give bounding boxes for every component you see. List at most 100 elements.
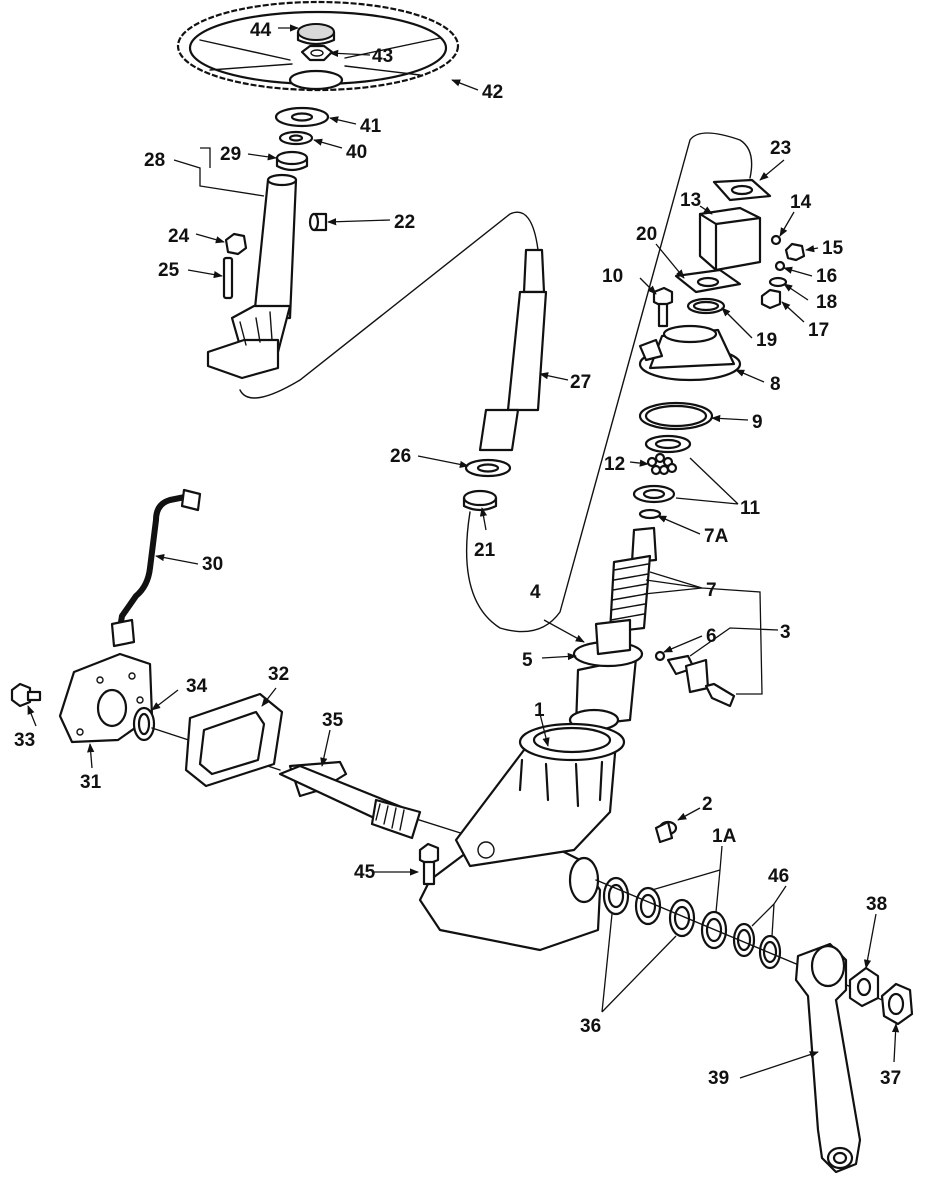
cap-17 xyxy=(760,288,782,310)
label-22: 22 xyxy=(394,212,415,233)
gear-housing-1 xyxy=(418,722,626,952)
label-43: 43 xyxy=(372,46,393,67)
plug-15 xyxy=(784,242,806,262)
wire-loop-bottom xyxy=(465,132,753,633)
label-2: 2 xyxy=(702,794,713,815)
gasket-32 xyxy=(184,692,284,788)
label-11: 11 xyxy=(740,498,761,519)
lockwasher-38 xyxy=(848,966,880,1008)
label-33: 33 xyxy=(14,730,35,751)
wheel-nut xyxy=(300,44,334,62)
label-12: 12 xyxy=(604,454,625,475)
bolt-45 xyxy=(418,842,440,886)
stud-25 xyxy=(222,256,234,300)
label-17: 17 xyxy=(808,320,829,341)
label-40: 40 xyxy=(346,142,367,163)
label-31: 31 xyxy=(80,772,102,793)
label-41: 41 xyxy=(360,116,382,137)
set-screw-22 xyxy=(308,212,328,232)
label-1a: 1A xyxy=(712,826,737,847)
label-28: 28 xyxy=(144,150,165,171)
label-45: 45 xyxy=(354,862,376,883)
column-shaft xyxy=(478,248,548,452)
label-15: 15 xyxy=(822,238,844,259)
label-23: 23 xyxy=(770,138,791,159)
label-42: 42 xyxy=(482,82,503,103)
wire-loop-left xyxy=(239,211,539,399)
label-19: 19 xyxy=(756,330,777,351)
part-labels: 44 43 42 41 40 29 28 22 24 25 27 26 21 3… xyxy=(14,20,901,1089)
label-6: 6 xyxy=(706,626,717,647)
label-39: 39 xyxy=(708,1068,729,1089)
ball-6 xyxy=(654,650,666,662)
bearing-housing-13 xyxy=(698,206,762,272)
seal-26 xyxy=(464,458,512,478)
label-29: 29 xyxy=(220,144,241,165)
label-34: 34 xyxy=(186,676,208,697)
label-13: 13 xyxy=(680,190,701,211)
race-11-lower xyxy=(632,484,676,504)
label-3: 3 xyxy=(780,622,791,643)
o-ring-19 xyxy=(686,297,726,315)
washer-40 xyxy=(278,130,314,146)
label-8: 8 xyxy=(770,374,781,395)
sector-shaft-35 xyxy=(278,760,422,840)
label-4: 4 xyxy=(530,582,541,603)
hydraulic-tube-30 xyxy=(110,488,202,648)
nut-24 xyxy=(224,232,248,256)
seal-36-b xyxy=(668,898,696,938)
seal-36-a xyxy=(602,876,630,916)
label-36: 36 xyxy=(580,1016,601,1037)
shim-9 xyxy=(638,401,714,431)
label-24: 24 xyxy=(168,226,190,247)
pitman-arm-39 xyxy=(794,942,862,1174)
label-14: 14 xyxy=(790,192,812,213)
balls-12 xyxy=(646,452,678,476)
ball-16 xyxy=(774,260,786,272)
label-10: 10 xyxy=(602,266,623,287)
bearing-21 xyxy=(462,489,498,512)
label-16: 16 xyxy=(816,266,837,287)
race-11-upper xyxy=(644,434,692,454)
label-27: 27 xyxy=(570,372,591,393)
fitting-14 xyxy=(770,234,782,246)
label-7a: 7A xyxy=(704,526,729,547)
gasket-20 xyxy=(674,268,742,294)
label-21: 21 xyxy=(474,540,496,561)
label-35: 35 xyxy=(322,710,344,731)
label-5: 5 xyxy=(522,650,533,671)
seal-34 xyxy=(132,706,156,742)
bearing-29 xyxy=(275,150,309,172)
label-26: 26 xyxy=(390,446,411,467)
bushing-1a-a xyxy=(634,886,662,926)
plug-2 xyxy=(654,820,678,844)
gasket-23 xyxy=(712,178,772,202)
bolt-33 xyxy=(10,682,42,708)
steering-column-tube xyxy=(206,173,298,380)
horn-button-cap xyxy=(296,23,336,46)
label-37: 37 xyxy=(880,1068,901,1089)
leader-lines xyxy=(27,24,900,1079)
label-9: 9 xyxy=(752,412,763,433)
ball-nut xyxy=(568,618,644,732)
spacer-41 xyxy=(274,106,330,128)
seal-46-a xyxy=(732,922,756,958)
bolt-10 xyxy=(652,286,674,328)
ring-7a xyxy=(638,508,662,520)
label-1: 1 xyxy=(534,700,545,721)
label-7: 7 xyxy=(706,580,717,601)
bearing-cover-8 xyxy=(638,324,742,382)
label-38: 38 xyxy=(866,894,887,915)
guide-clamp-3 xyxy=(666,654,736,708)
wheel-hub xyxy=(288,69,344,91)
label-20: 20 xyxy=(636,224,657,245)
label-25: 25 xyxy=(158,260,180,281)
nut-37 xyxy=(880,982,914,1026)
label-44: 44 xyxy=(250,20,272,41)
seal-46-b xyxy=(758,934,782,970)
label-32: 32 xyxy=(268,664,289,685)
label-46: 46 xyxy=(768,866,789,887)
label-18: 18 xyxy=(816,292,837,313)
spring-18 xyxy=(768,276,788,288)
